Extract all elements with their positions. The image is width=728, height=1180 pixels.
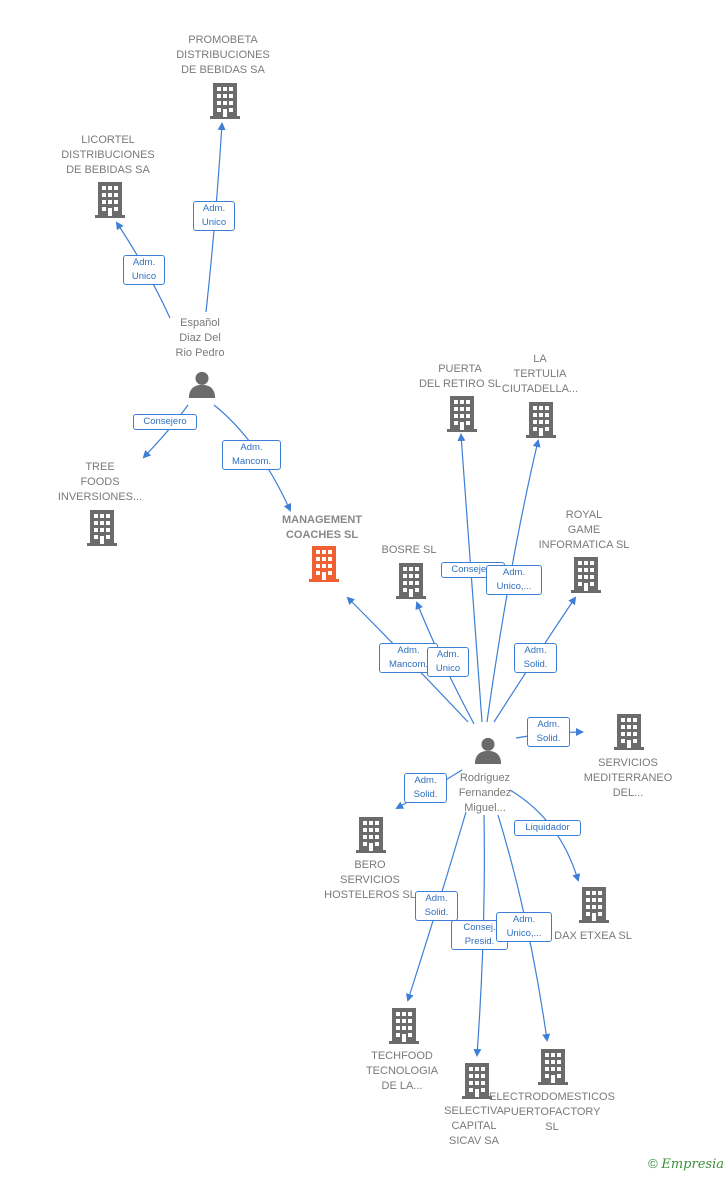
building-icon[interactable] <box>538 1049 568 1085</box>
node-label-bero[interactable]: BERO SERVICIOS HOSTELEROS SL <box>324 859 416 901</box>
edge-label-adm-unico[interactable]: Adm. Unico <box>193 201 235 231</box>
building-icon[interactable] <box>396 563 426 599</box>
building-icon[interactable] <box>571 557 601 593</box>
building-icon[interactable] <box>95 182 125 218</box>
node-label-servicios[interactable]: SERVICIOS MEDITERRANEO DEL... <box>583 757 673 799</box>
edge-label-adm-mancom[interactable]: Adm. Mancom. <box>222 440 281 470</box>
copyright-symbol: © <box>648 1156 658 1171</box>
node-label-puerta[interactable]: PUERTA DEL RETIRO SL <box>418 363 502 390</box>
building-icon[interactable] <box>356 817 386 853</box>
edge-label-adm-unico[interactable]: Adm. Unico <box>123 255 165 285</box>
edge-label-adm-unico-etc[interactable]: Adm. Unico,... <box>496 912 552 942</box>
edge-espanol-tree <box>142 404 189 459</box>
node-label-tree[interactable]: TREE FOODS INVERSIONES... <box>57 461 143 503</box>
edge-label-consejero[interactable]: Consejero <box>133 414 197 430</box>
copyright-notice: © Empresia <box>648 1156 724 1172</box>
building-icon[interactable] <box>389 1008 419 1044</box>
building-icon[interactable] <box>87 510 117 546</box>
building-icon[interactable] <box>210 83 240 119</box>
node-label-electro[interactable]: ELECTRODOMESTICOS PUERTOFACTORY SL <box>489 1091 615 1133</box>
edge-label-adm-unico-etc[interactable]: Adm. Unico,... <box>486 565 542 595</box>
node-label-bosre[interactable]: BOSRE SL <box>381 544 437 556</box>
node-label-royal[interactable]: ROYAL GAME INFORMATICA SL <box>538 509 630 551</box>
node-label-rodriguez[interactable]: Rodriguez Fernandez Miguel... <box>458 772 512 814</box>
edge-label-liquidador[interactable]: Liquidador <box>514 820 581 836</box>
node-label-espanol[interactable]: Español Diaz Del Rio Pedro <box>175 317 225 359</box>
edge-rodriguez-puerta <box>457 433 483 723</box>
person-icon[interactable] <box>474 737 502 764</box>
node-label-management[interactable]: MANAGEMENT COACHES SL <box>281 514 363 541</box>
building-icon[interactable] <box>447 396 477 432</box>
node-label-licortel[interactable]: LICORTEL DISTRIBUCIONES DE BEBIDAS SA <box>61 134 155 176</box>
building-icon[interactable] <box>614 714 644 750</box>
edge-label-adm-solid[interactable]: Adm. Solid. <box>415 891 458 921</box>
edge-label-adm-solid[interactable]: Adm. Solid. <box>514 643 557 673</box>
person-icon[interactable] <box>188 371 216 398</box>
edge-label-adm-unico[interactable]: Adm. Unico <box>427 647 469 677</box>
node-label-promobeta[interactable]: PROMOBETA DISTRIBUCIONES DE BEBIDAS SA <box>176 34 270 76</box>
brand-logo[interactable]: Empresia <box>661 1157 724 1172</box>
focus-company-node <box>309 546 339 582</box>
node-label-techfood[interactable]: TECHFOOD TECNOLOGIA DE LA... <box>365 1050 439 1092</box>
building-icon[interactable] <box>309 546 339 582</box>
building-icon[interactable] <box>526 402 556 438</box>
node-label-dax[interactable]: DAX ETXEA SL <box>554 930 632 942</box>
company-nodes <box>87 83 644 1099</box>
node-label-selectiva[interactable]: SELECTIVA CAPITAL SICAV SA <box>444 1105 504 1147</box>
edge-label-adm-solid[interactable]: Adm. Solid. <box>404 773 447 803</box>
building-icon[interactable] <box>579 887 609 923</box>
edge-label-adm-solid[interactable]: Adm. Solid. <box>527 717 570 747</box>
node-label-tertulia[interactable]: LA TERTULIA CIUTADELLA... <box>501 353 579 395</box>
